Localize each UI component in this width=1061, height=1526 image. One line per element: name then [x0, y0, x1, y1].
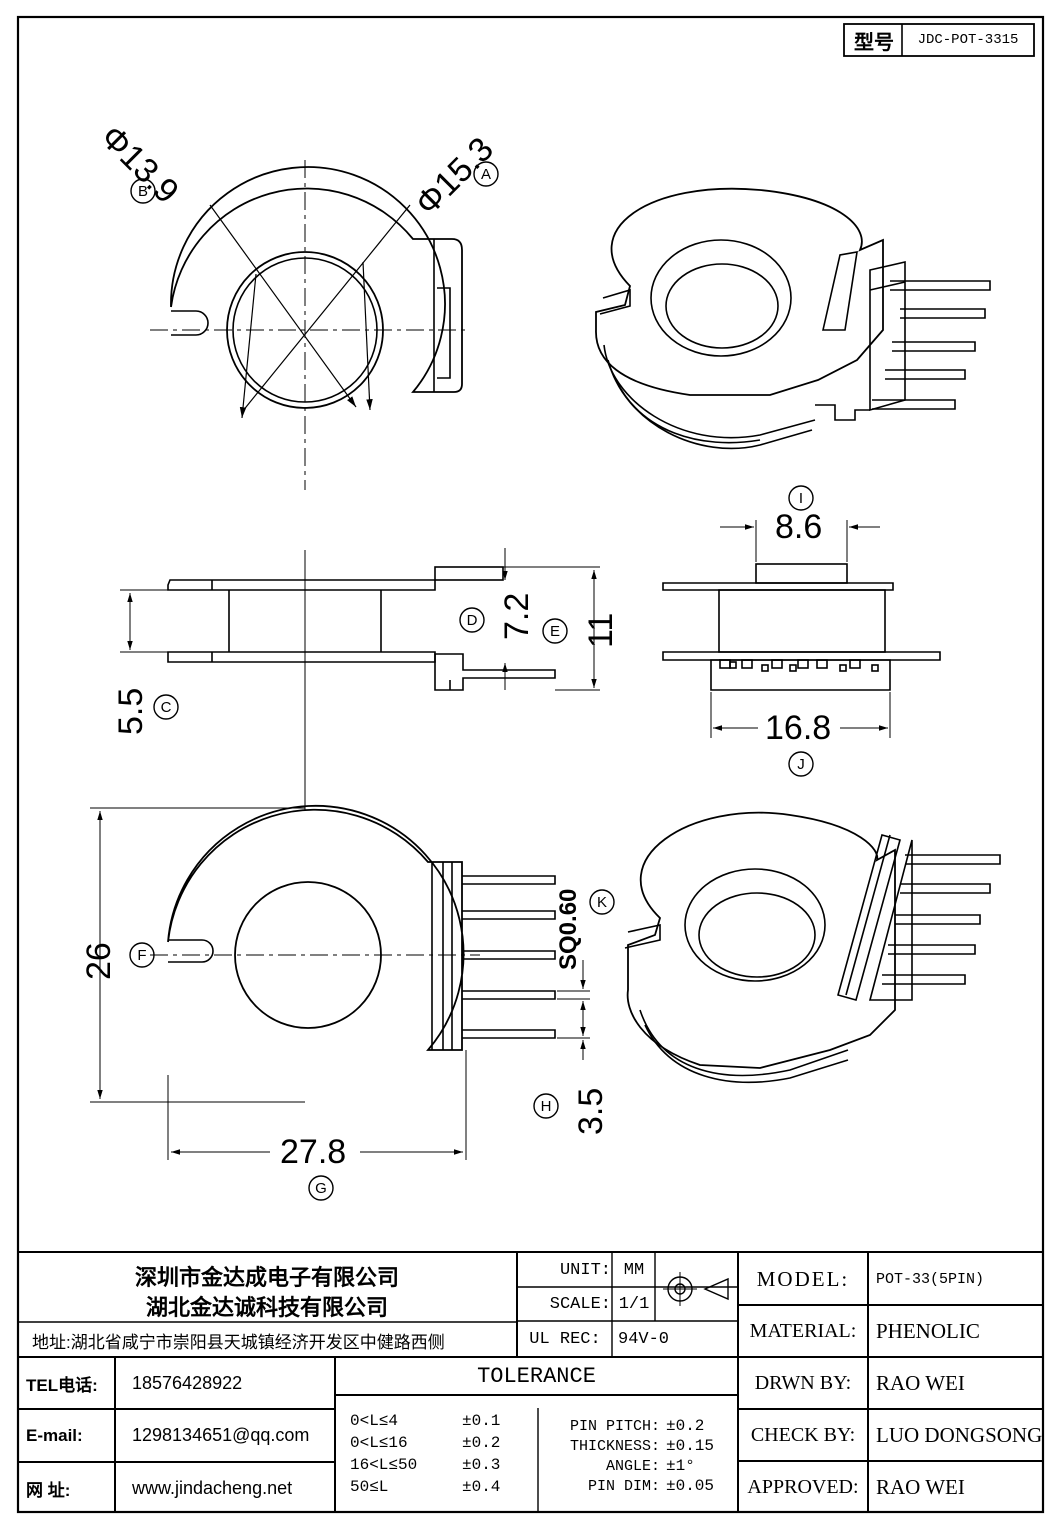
pin-dim-value: ±0.05	[666, 1477, 715, 1495]
approved-label: APPROVED:	[747, 1475, 859, 1498]
check-label: CHECK BY:	[750, 1424, 856, 1446]
dim-278: 27.8	[280, 1133, 347, 1171]
thickness-value: ±0.15	[666, 1437, 715, 1455]
email-label: E-mail:	[26, 1425, 83, 1445]
pin-pitch-value: ±0.2	[666, 1417, 705, 1435]
top-view	[90, 804, 590, 1160]
angle-label: ANGLE:	[605, 1457, 660, 1475]
company-name-1: 深圳市金达成电子有限公司	[134, 1265, 399, 1290]
web-label: 网 址:	[26, 1480, 71, 1500]
unit-value: MM	[623, 1260, 645, 1280]
approved-value: RAO WEI	[876, 1474, 965, 1499]
check-value: LUO DONGSONG	[876, 1423, 1043, 1447]
material-value: PHENOLIC	[876, 1319, 980, 1343]
title-block-lines	[18, 1251, 1043, 1512]
scale-label: SCALE:	[549, 1295, 611, 1314]
pin-dim-label: PIN DIM:	[587, 1477, 660, 1495]
scale-value: 1/1	[618, 1295, 650, 1314]
callout-c: C	[160, 698, 172, 716]
callout-a: A	[480, 165, 491, 183]
callout-g: G	[315, 1179, 327, 1197]
dim-168: 16.8	[765, 709, 832, 747]
dim-72: 7.2	[498, 592, 536, 640]
thickness-label: THICKNESS:	[569, 1437, 660, 1455]
dim-86: 8.6	[775, 508, 823, 546]
model-label: MODEL:	[756, 1266, 850, 1291]
callout-b: B	[137, 182, 148, 200]
company-address: 地址:湖北省咸宁市崇阳县天城镇经济开发区中健路西侧	[32, 1332, 445, 1352]
drwn-value: RAO WEI	[876, 1371, 965, 1395]
iso-view-top	[595, 187, 991, 450]
iso-view-bottom	[624, 811, 1001, 1084]
callout-j: J	[797, 755, 805, 773]
tolerance-title: TOLERANCE	[477, 1364, 596, 1389]
callout-k: K	[596, 893, 607, 911]
drwn-label: DRWN BY:	[754, 1372, 852, 1394]
ulrec-label: UL REC:	[529, 1330, 601, 1349]
tol-range-3: 16<L≤50	[350, 1456, 418, 1474]
callout-d: D	[466, 611, 478, 629]
tel-value: 18576428922	[132, 1372, 243, 1393]
angle-value: ±1°	[666, 1457, 695, 1475]
end-view	[662, 520, 941, 738]
model-code-label: 型号	[854, 31, 894, 54]
model-code-box	[843, 23, 1035, 57]
dim-sq060: SQ0.60	[555, 888, 582, 970]
ulrec-value: 94V-0	[618, 1330, 670, 1349]
sheet-border	[16, 15, 1045, 1514]
tol-range-4: 50≤L	[350, 1478, 389, 1496]
email-value: 1298134651@qq.com	[132, 1425, 310, 1445]
callout-e: E	[549, 622, 560, 640]
callout-circles	[129, 161, 814, 1201]
callout-i: I	[798, 489, 804, 507]
dim-11: 11	[582, 612, 620, 648]
front-view	[150, 160, 470, 490]
projection-symbol	[663, 1272, 729, 1306]
callout-h: H	[540, 1097, 552, 1115]
model-code-value: JDC-POT-3315	[917, 32, 1019, 48]
tol-value-3: ±0.3	[462, 1456, 501, 1474]
tol-range-1: 0<L≤4	[350, 1412, 399, 1430]
dim-35: 3.5	[572, 1087, 610, 1135]
material-label: MATERIAL:	[749, 1320, 857, 1342]
unit-label: UNIT:	[559, 1260, 611, 1280]
dim-55: 5.5	[112, 687, 150, 735]
pin-pitch-label: PIN PITCH:	[569, 1417, 660, 1435]
tol-value-1: ±0.1	[462, 1412, 501, 1430]
company-name-2: 湖北金达诚科技有限公司	[145, 1295, 388, 1320]
tol-value-2: ±0.2	[462, 1434, 501, 1452]
tel-label: TEL电话:	[26, 1375, 98, 1395]
dim-26: 26	[80, 942, 118, 980]
model-value: POT-33(5PIN)	[876, 1270, 985, 1288]
side-view	[120, 548, 600, 810]
tol-value-4: ±0.4	[462, 1478, 501, 1496]
web-value: www.jindacheng.net	[132, 1477, 293, 1498]
tol-range-2: 0<L≤16	[350, 1434, 408, 1452]
callout-f: F	[137, 946, 147, 964]
